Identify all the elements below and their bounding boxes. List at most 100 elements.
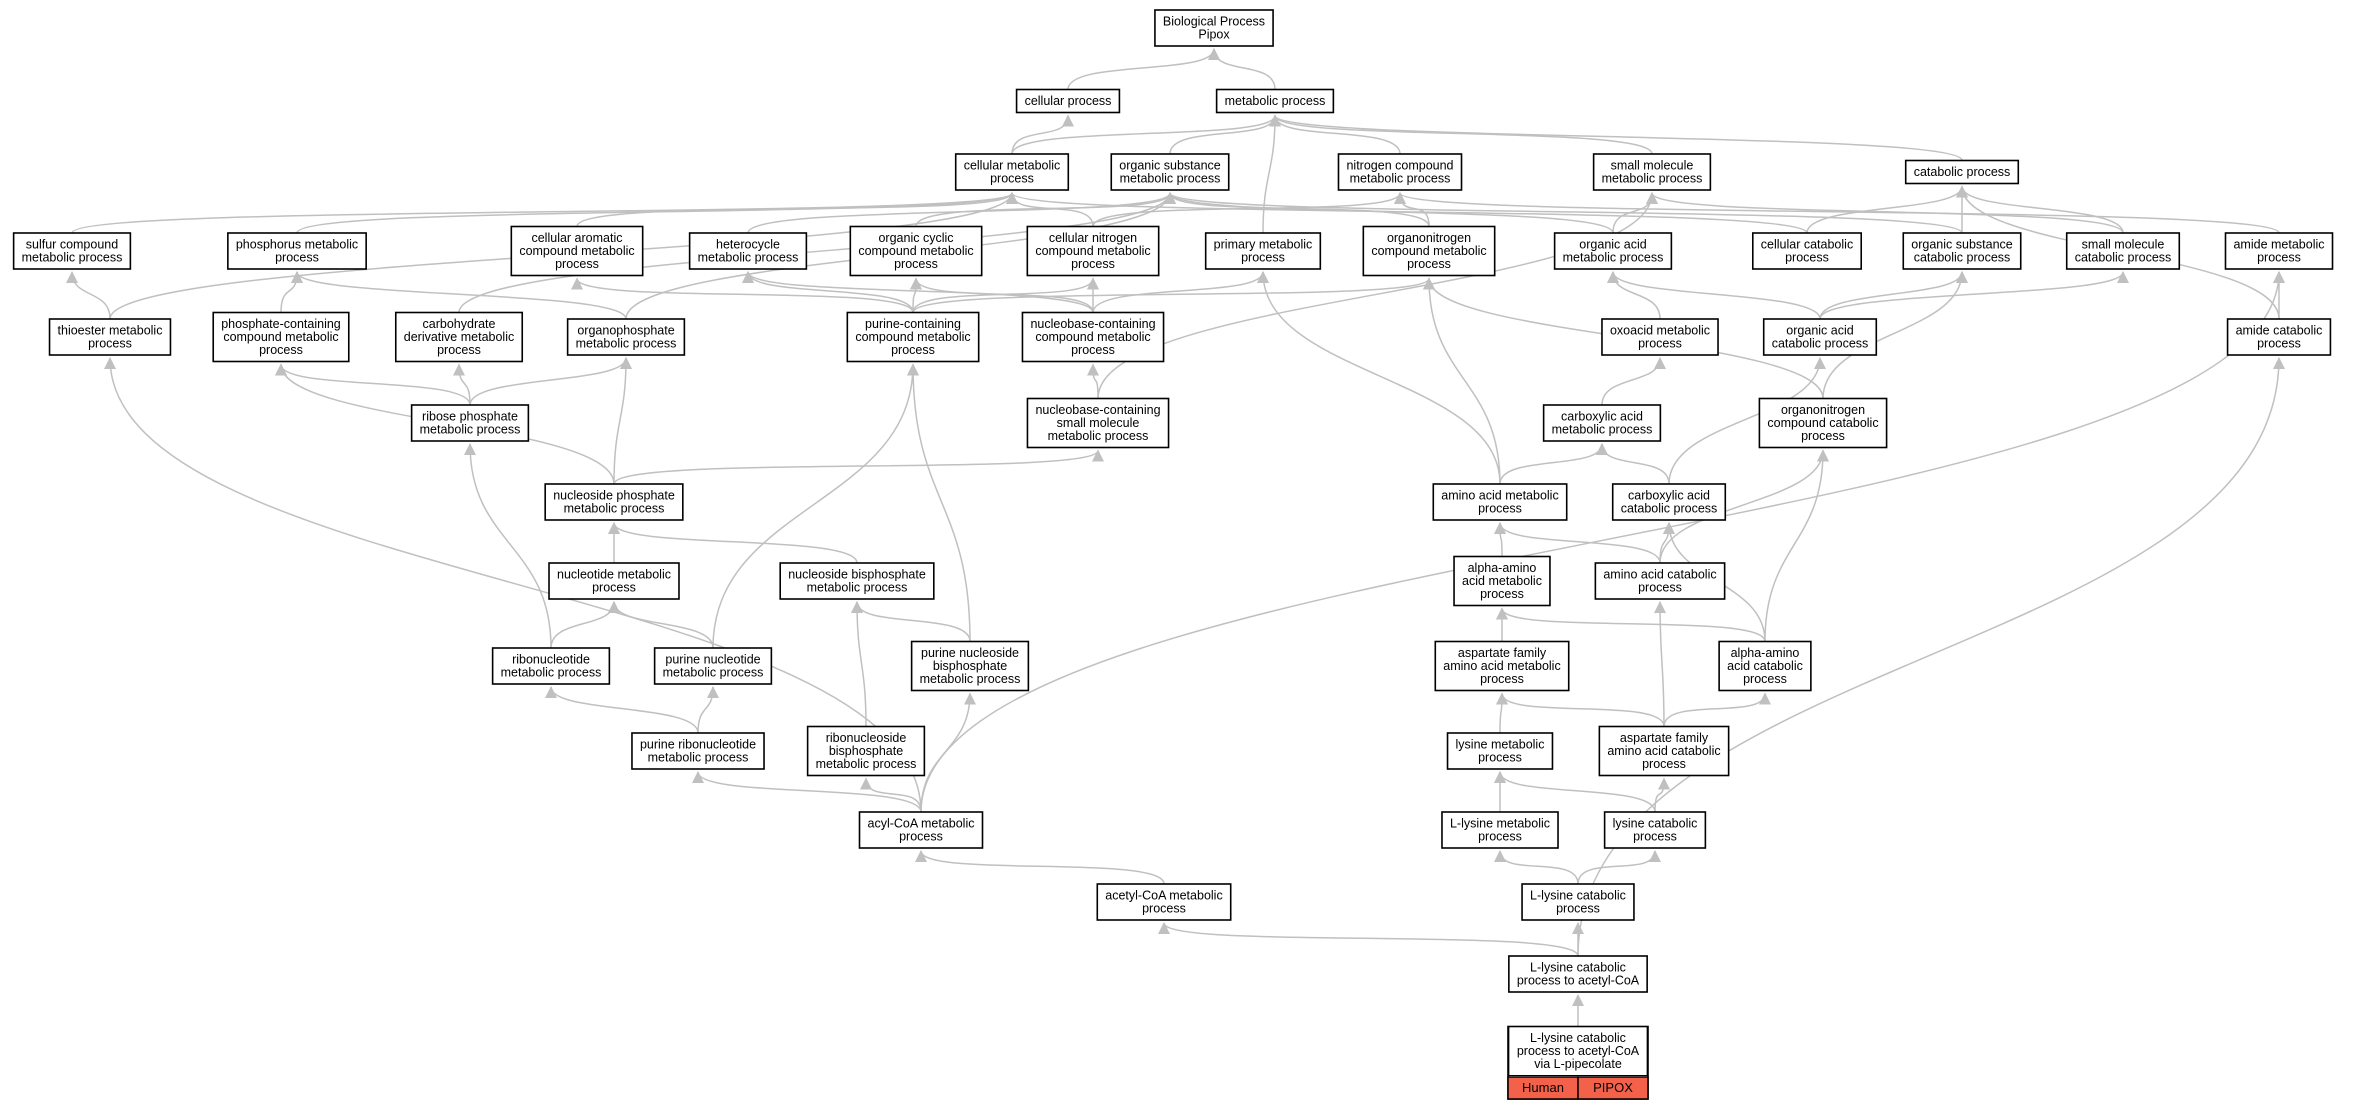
node-label-line: aspartate family (1620, 731, 1709, 745)
node-label-line: metabolic process (576, 337, 677, 351)
node-label-line: compound metabolic (223, 330, 338, 344)
edge (1494, 850, 1579, 885)
node-box (1508, 955, 1648, 993)
node-label-line: metabolic process (1048, 429, 1149, 443)
edge (860, 777, 922, 813)
node-box (1902, 232, 2022, 270)
node-box (1751, 232, 1863, 270)
legend-gene: PIPOX (1593, 1080, 1633, 1095)
node-box (653, 647, 773, 685)
node-label-line: cellular metabolic (964, 159, 1061, 173)
node-box (1611, 483, 1727, 521)
node-label-line: process (1638, 337, 1682, 351)
node-box (1154, 9, 1274, 47)
node-label-line: process (1241, 251, 1285, 265)
node-label-line: alpha-amino (1731, 646, 1800, 660)
node-label-line: cellular nitrogen (1049, 231, 1137, 245)
node-label-line: process (1478, 830, 1522, 844)
node-box (410, 404, 530, 442)
node-label-line: amino acid catabolic (1603, 568, 1716, 582)
edge (1262, 114, 1281, 234)
node-label-line: process (259, 343, 303, 357)
node-cellular-process[interactable]: cellular process (1015, 88, 1121, 114)
node-metabolic-process[interactable]: metabolic process (1215, 88, 1335, 114)
node-label-line: catabolic process (1914, 251, 2011, 265)
node-label-line: amide catabolic (2236, 324, 2323, 338)
node-catabolic-process[interactable]: catabolic process (1904, 159, 2020, 185)
edge (692, 771, 922, 813)
node-label-line: organic cyclic (878, 231, 953, 245)
edge (742, 271, 914, 313)
edge-layer (66, 48, 2285, 1027)
edge (1596, 443, 1670, 485)
node-label-line: amino acid catabolic (1607, 744, 1720, 758)
edge (613, 449, 1104, 485)
edge (1764, 449, 1829, 642)
node-label-line: metabolic process (1350, 172, 1451, 186)
node-label-line: primary metabolic (1214, 238, 1313, 252)
node-label-line: process (1801, 429, 1845, 443)
edge (1496, 692, 1665, 727)
node-box (1337, 153, 1463, 191)
edge (545, 686, 699, 734)
edge (1067, 48, 1220, 90)
node-box (688, 232, 808, 270)
node-label-line: process (1633, 830, 1677, 844)
edge (576, 192, 1018, 227)
